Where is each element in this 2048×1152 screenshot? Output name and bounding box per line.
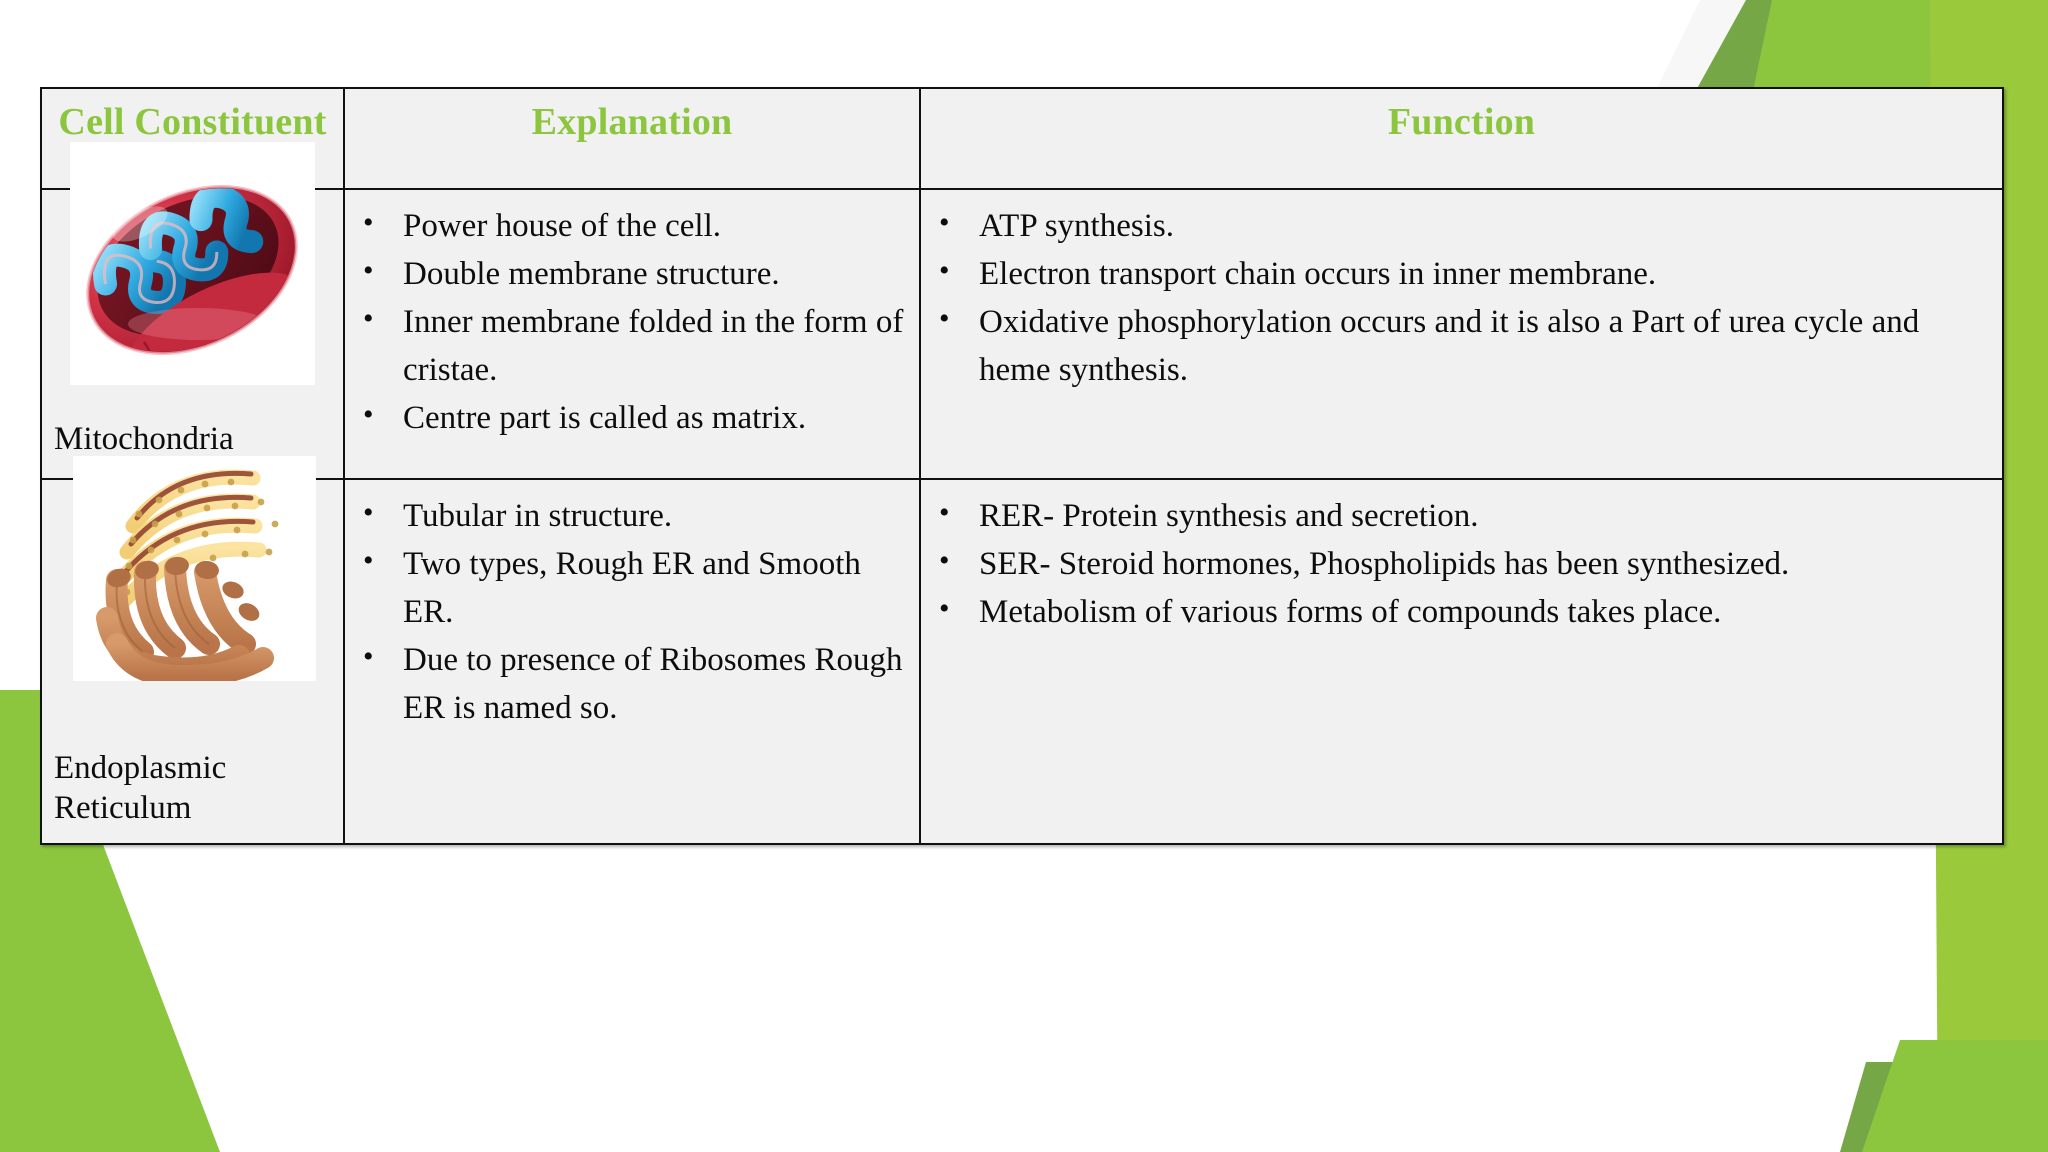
list-item: ATP synthesis. <box>931 201 1994 250</box>
row-mitochondria-function-cell: ATP synthesis. Electron transport chain … <box>919 188 2004 480</box>
list-item: Double membrane structure. <box>355 249 911 298</box>
list-item: Tubular in structure. <box>355 491 911 540</box>
endoplasmic-reticulum-diagram <box>73 456 316 681</box>
constituent-name-mitochondria: Mitochondria <box>54 421 234 458</box>
row-endoplasmic-reticulum-explanation-cell: Tubular in structure. Two types, Rough E… <box>343 478 921 845</box>
column-header-function-label: Function <box>1387 101 1536 143</box>
row-mitochondria-constituent-cell: Mitochondria <box>40 142 345 480</box>
list-item: Two types, Rough ER and Smooth ER. <box>355 539 911 636</box>
list-item: Electron transport chain occurs in inner… <box>931 249 1994 298</box>
table-row: Mitochondria Power house of the cell. Do… <box>40 142 2004 480</box>
list-item: Power house of the cell. <box>355 201 911 250</box>
function-bullet-list: RER- Protein synthesis and secretion. SE… <box>931 491 1994 636</box>
list-item: Due to presence of Ribosomes Rough ER is… <box>355 635 911 732</box>
endoplasmic-reticulum-illustration <box>73 456 316 681</box>
mitochondria-diagram <box>70 142 315 385</box>
list-item: Inner membrane folded in the form of cri… <box>355 297 911 394</box>
row-endoplasmic-reticulum-function-cell: RER- Protein synthesis and secretion. SE… <box>919 478 2004 845</box>
column-header-explanation: Explanation <box>343 87 921 190</box>
list-item: SER- Steroid hormones, Phospholipids has… <box>931 539 1994 588</box>
column-header-cell-constituent-label: Cell Constituent <box>58 101 327 143</box>
column-header-function: Function <box>919 87 2004 190</box>
deco-shape-bottom-wedge <box>900 1040 1048 1152</box>
deco-shape-bottom-right-mid <box>1862 1040 2048 1152</box>
constituent-name-endoplasmic-reticulum: Endoplasmic Reticulum <box>54 750 227 827</box>
table-header-row: Cell Constituent Explanation Function <box>40 87 2004 190</box>
explanation-bullet-list: Tubular in structure. Two types, Rough E… <box>355 491 911 732</box>
list-item: RER- Protein synthesis and secretion. <box>931 491 1994 540</box>
row-mitochondria-explanation-cell: Power house of the cell. Double membrane… <box>343 188 921 480</box>
table-row: Endoplasmic Reticulum Tubular in structu… <box>40 456 2004 845</box>
function-bullet-list: ATP synthesis. Electron transport chain … <box>931 201 1994 394</box>
cell-constituents-table: Cell Constituent Explanation Function <box>40 87 2004 845</box>
mitochondria-illustration <box>70 142 315 385</box>
column-header-explanation-label: Explanation <box>531 101 733 143</box>
list-item: Centre part is called as matrix. <box>355 393 911 442</box>
explanation-bullet-list: Power house of the cell. Double membrane… <box>355 201 911 442</box>
list-item: Metabolism of various forms of compounds… <box>931 587 1994 636</box>
list-item: Oxidative phosphorylation occurs and it … <box>931 297 1994 394</box>
row-endoplasmic-reticulum-constituent-cell: Endoplasmic Reticulum <box>40 456 345 845</box>
deco-shape-bottom-right-dark <box>1840 1062 2048 1152</box>
